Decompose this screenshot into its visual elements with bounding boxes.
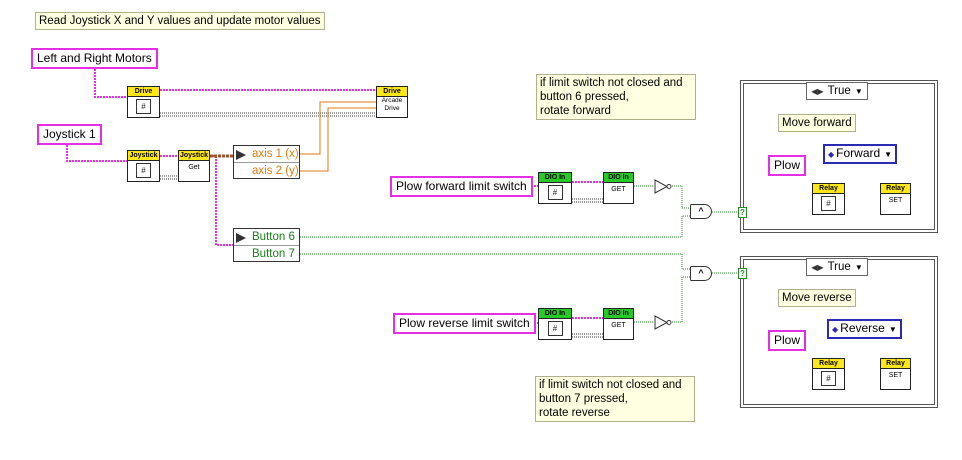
unbundle-arrow-icon	[236, 150, 246, 160]
relay-set-reverse-vi[interactable]: Relay SET	[880, 358, 911, 390]
error-wires	[160, 112, 880, 374]
relay-ref-reverse-vi[interactable]: Relay #	[812, 358, 845, 390]
axis-2-element[interactable]: axis 2 (y)	[252, 165, 299, 177]
reverse-enum-value: Reverse	[840, 321, 885, 335]
unbundle-buttons[interactable]: Button 6 Button 7	[233, 228, 300, 262]
axis-1-element[interactable]: axis 1 (x)	[234, 146, 299, 163]
forward-note-comment: if limit switch not closed and button 6 …	[536, 74, 696, 120]
relay-set-bar: Relay	[881, 184, 910, 194]
reference-icon: #	[821, 196, 836, 211]
drive-arcade-line1: Arcade	[381, 97, 403, 104]
not-gate-reverse[interactable]	[654, 315, 672, 330]
button-6-element[interactable]: Button 6	[234, 229, 299, 246]
relay-set-label: SET	[888, 197, 903, 204]
not-gate-forward[interactable]	[654, 179, 672, 194]
joystick-get-bar: Joystick	[179, 151, 209, 161]
case-selector-forward[interactable]: ◀▶True▼	[806, 82, 868, 100]
boolean-wires	[300, 185, 740, 323]
dio-ref-reverse-vi[interactable]: DIO In #	[538, 308, 572, 340]
move-forward-comment: Move forward	[778, 114, 856, 132]
move-reverse-comment: Move reverse	[778, 289, 856, 307]
case-selector-value: True	[827, 261, 851, 273]
dio-get-reverse-vi[interactable]: DIO In GET	[603, 308, 634, 340]
joystick-get-vi[interactable]: Joystick Get	[178, 150, 210, 182]
enum-increment-icon[interactable]: ◆	[832, 325, 839, 334]
dio-get-label: GET	[611, 322, 626, 329]
reference-icon: #	[821, 371, 836, 386]
joystick-ref-vi[interactable]: Joystick #	[127, 150, 160, 182]
and-gate-reverse[interactable]: ^	[690, 266, 712, 281]
dio-get-bar: DIO In	[604, 309, 633, 319]
joystick-reference[interactable]: Joystick 1	[37, 124, 102, 145]
dio-get-label: GET	[611, 186, 626, 193]
plow-reference-reverse[interactable]: Plow	[768, 330, 807, 351]
axis-wires	[300, 101, 376, 172]
and-gate-forward[interactable]: ^	[690, 204, 712, 219]
relay-set-label: SET	[888, 372, 903, 379]
reference-icon: #	[136, 163, 151, 178]
joystick-get-label: Get	[188, 164, 200, 171]
reverse-enum-constant[interactable]: ◆Reverse▼	[827, 319, 902, 339]
relay-set-bar: Relay	[881, 359, 910, 369]
enum-increment-icon[interactable]: ◆	[828, 150, 835, 159]
reference-icon: #	[547, 185, 563, 200]
reverse-note-comment: if limit switch not closed and button 7 …	[535, 376, 695, 422]
dropdown-arrow-icon[interactable]: ▼	[854, 263, 863, 272]
header-comment: Read Joystick X and Y values and update …	[35, 12, 325, 30]
dio-ref-bar: DIO In	[539, 309, 571, 319]
button-7-element[interactable]: Button 7	[252, 248, 295, 260]
relay-set-forward-vi[interactable]: Relay SET	[880, 183, 911, 215]
unbundle-arrow-icon	[236, 233, 246, 243]
reverse-limit-reference[interactable]: Plow reverse limit switch	[393, 313, 536, 334]
forward-enum-value: Forward	[836, 146, 881, 160]
drive-ref-bar: Drive	[128, 87, 159, 97]
forward-enum-constant[interactable]: ◆Forward▼	[823, 144, 898, 164]
plow-reference-forward[interactable]: Plow	[768, 155, 807, 176]
case-selector-terminal-forward[interactable]: ?	[738, 207, 747, 218]
motors-ref-wire	[94, 66, 376, 98]
decrement-icon[interactable]: ◀▶	[811, 263, 824, 272]
motors-reference[interactable]: Left and Right Motors	[31, 48, 158, 69]
case-selector-value: True	[827, 85, 851, 97]
decrement-icon[interactable]: ◀▶	[811, 87, 824, 96]
drive-ref-vi[interactable]: Drive #	[127, 86, 160, 118]
reference-icon: #	[547, 321, 563, 336]
dio-get-forward-vi[interactable]: DIO In GET	[603, 172, 634, 204]
joystick-ref-bar: Joystick	[128, 151, 159, 161]
dio-get-bar: DIO In	[604, 173, 633, 183]
unbundle-axes[interactable]: axis 1 (x) axis 2 (y)	[233, 145, 300, 179]
relay-ref-bar: Relay	[813, 359, 844, 369]
dropdown-arrow-icon[interactable]: ▼	[888, 325, 897, 334]
drive-arcade-bar: Drive	[377, 87, 407, 97]
forward-limit-reference[interactable]: Plow forward limit switch	[390, 176, 533, 197]
dio-ref-forward-vi[interactable]: DIO In #	[538, 172, 572, 204]
dio-ref-bar: DIO In	[539, 173, 571, 183]
dropdown-arrow-icon[interactable]: ▼	[884, 150, 893, 159]
drive-arcade-vi[interactable]: Drive Arcade Drive	[376, 86, 408, 118]
relay-ref-bar: Relay	[813, 184, 844, 194]
dropdown-arrow-icon[interactable]: ▼	[854, 87, 863, 96]
case-selector-reverse[interactable]: ◀▶True▼	[806, 258, 868, 276]
case-selector-terminal-reverse[interactable]: ?	[738, 268, 747, 279]
drive-arcade-line2: Drive	[384, 105, 400, 112]
reference-icon: #	[136, 99, 151, 114]
relay-ref-forward-vi[interactable]: Relay #	[812, 183, 845, 215]
